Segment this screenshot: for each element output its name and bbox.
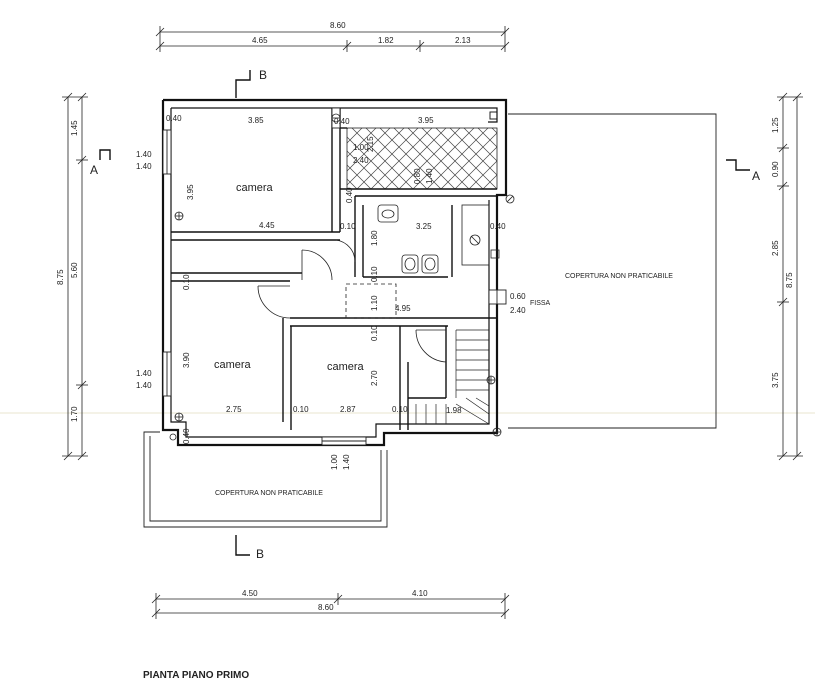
dim-left-2: 5.60: [70, 262, 79, 278]
dim-140: 1.40: [425, 168, 434, 184]
dim-198: 1.98: [446, 406, 462, 415]
stair: [415, 329, 490, 425]
dim-top-1: 4.65: [252, 36, 268, 45]
dim-top-2: 1.82: [378, 36, 394, 45]
terrace-hatch: [346, 127, 498, 190]
roof-bottom: [143, 431, 388, 528]
dim-top-3: 2.13: [455, 36, 471, 45]
dim-100: 1.00: [353, 143, 369, 152]
dim-270: 2.70: [370, 370, 379, 386]
section-markers: [99, 70, 750, 556]
dim-010-e: 0.10: [293, 405, 309, 414]
dim-180: 1.80: [370, 230, 379, 246]
dim-right-total: 8.75: [785, 272, 794, 288]
room-camera-top: camera: [236, 182, 274, 194]
dim-080: 0.80: [413, 168, 422, 184]
dim-495: 4.95: [395, 304, 411, 313]
section-b-bottom: B: [256, 547, 264, 561]
dim-240-right: 2.40: [510, 306, 526, 315]
dim-100-bottom: 1.00: [330, 454, 339, 470]
dim-right-3: 2.85: [771, 240, 780, 256]
dim-040-d: 0.40: [490, 222, 506, 231]
room-camera-mid: camera: [327, 361, 365, 373]
dim-010-a: 0.10: [340, 222, 356, 231]
dim-110: 1.10: [370, 295, 379, 311]
dim-bottom-1: 4.50: [242, 589, 258, 598]
bath-fixtures: [377, 204, 500, 274]
dim-445: 4.45: [259, 221, 275, 230]
interior-walls: [171, 108, 497, 430]
dim-395-left: 3.95: [186, 184, 195, 200]
skylight-dashed: [345, 283, 397, 319]
win-left-h: 1.40: [136, 381, 152, 390]
section-a-right: A: [752, 169, 760, 183]
dim-bottom-2: 4.10: [412, 589, 428, 598]
dim-240-top: 2.40: [353, 156, 369, 165]
win-left-w: 1.40: [136, 369, 152, 378]
dim-140-bottom: 1.40: [342, 454, 351, 470]
dim-040-e: 0.40: [182, 428, 191, 444]
dim-right-1: 1.25: [771, 117, 780, 133]
dim-215: 2.15: [366, 136, 375, 152]
section-b-top: B: [259, 68, 267, 82]
bottom-dimensions: [151, 593, 510, 619]
dim-390: 3.90: [182, 352, 191, 368]
win-top-h: 1.40: [136, 162, 152, 171]
dim-060: 0.60: [510, 292, 526, 301]
dim-287: 2.87: [340, 405, 356, 414]
dim-040-b: 0.40: [334, 117, 350, 126]
terrace-drain: [489, 111, 498, 120]
dim-bottom-total: 8.60: [318, 603, 334, 612]
dim-040-c: 0.40: [345, 187, 354, 203]
dim-010-b: 0.10: [370, 266, 379, 282]
roof-right: [508, 113, 717, 429]
dim-010-f: 0.10: [392, 405, 408, 414]
dim-right-2: 0.90: [771, 161, 780, 177]
fissa-label: FISSA: [530, 300, 551, 307]
dim-left-1: 1.45: [70, 120, 79, 136]
dim-395-top: 3.95: [418, 116, 434, 125]
doors: [257, 239, 447, 363]
win-top-w: 1.40: [136, 150, 152, 159]
dim-top-total: 8.60: [330, 21, 346, 30]
room-camera-left: camera: [214, 359, 252, 371]
dim-385: 3.85: [248, 116, 264, 125]
dim-right-4: 3.75: [771, 372, 780, 388]
left-dimensions: [62, 92, 88, 461]
outlet-symbols: [169, 113, 515, 441]
dim-325: 3.25: [416, 222, 432, 231]
top-dimensions: [155, 26, 510, 52]
dim-275: 2.75: [226, 405, 242, 414]
roof-right-label: COPERTURA NON PRATICABILE: [565, 273, 673, 280]
plan-title: PIANTA PIANO PRIMO: [143, 670, 249, 681]
dim-010-c: 0.10: [182, 274, 191, 290]
dim-040-a: 0.40: [166, 114, 182, 123]
dim-left-3: 1.70: [70, 406, 79, 422]
section-a-left: A: [90, 163, 98, 177]
roof-bottom-label: COPERTURA NON PRATICABILE: [215, 490, 323, 497]
right-dimensions: [777, 92, 803, 461]
dim-left-total: 8.75: [56, 269, 65, 285]
dim-010-d: 0.10: [370, 325, 379, 341]
